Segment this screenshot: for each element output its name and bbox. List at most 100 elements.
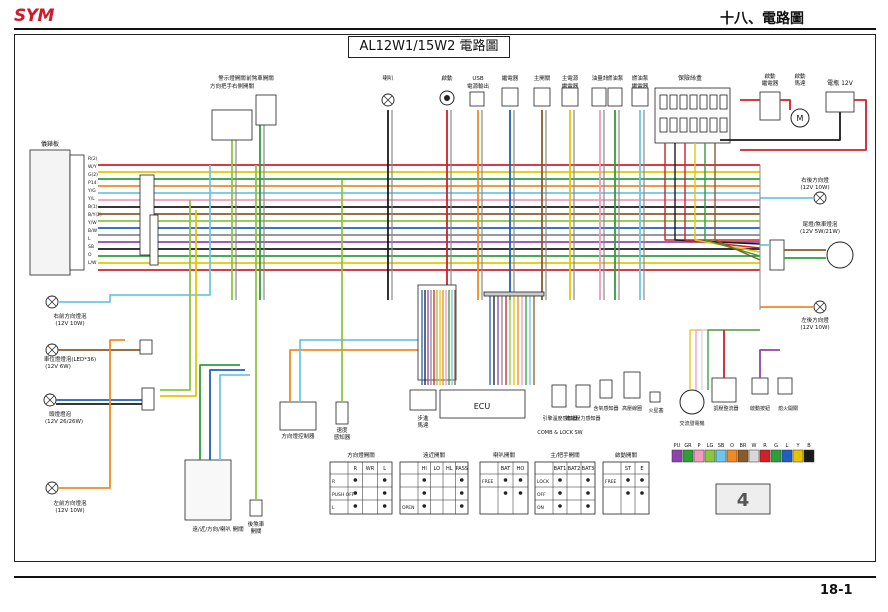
brand-logo: SYM — [14, 6, 54, 26]
header-rule — [14, 28, 876, 30]
switch-contact-dot — [558, 491, 562, 495]
fuse-icon — [659, 117, 668, 133]
switch-table-header: PASS — [456, 466, 468, 472]
switch-table-header: E — [640, 466, 643, 472]
color-legend-label: Y — [795, 443, 800, 449]
switch-contact-dot — [518, 491, 523, 495]
starter-btn-wire — [759, 349, 780, 378]
right-rear-turn-spec: (12V 10W) — [800, 185, 829, 191]
switch-table-row-label: R — [332, 479, 335, 485]
left-bus-connector-2 — [149, 214, 159, 266]
left-front-turn-label: 左前方向燈泡 — [53, 499, 87, 507]
fuse-icon — [679, 117, 688, 133]
meter-pin-label: Y/W — [87, 220, 97, 226]
meter-pin-label: W/Y — [88, 164, 97, 170]
switch-table-header: BAT — [501, 466, 511, 472]
color-legend-swatch — [682, 449, 694, 463]
switch-table-start-title: 啟動開關 — [615, 451, 638, 459]
meter-pin-label: O — [88, 252, 92, 258]
meter-pin-label: G(2) — [88, 172, 98, 178]
switch-table-row-label: OPEN — [402, 505, 414, 511]
left-rear-turn-label: 左後方向燈 — [801, 316, 829, 324]
switch-contact-dot — [353, 478, 358, 482]
switch-table-header: HI — [422, 466, 427, 472]
switch-table-horn — [479, 461, 529, 515]
ignition-key-core-icon — [444, 95, 450, 101]
right-front-turn-spec: (12V 10W) — [55, 321, 84, 327]
switch-table-turn — [329, 461, 393, 515]
meter-pin-label: R(2) — [88, 156, 98, 162]
color-legend-label: O — [730, 443, 734, 449]
switch-table-row-label: ON — [537, 505, 544, 511]
tail-lamp-label: 尾燈/煞車燈泡 — [803, 220, 838, 228]
head-feed-wire — [160, 200, 191, 391]
turn-controller-box — [279, 401, 317, 431]
tail-lamp-bulb-icon — [826, 241, 854, 269]
color-legend-swatch — [715, 449, 727, 463]
switch-table-horn-title: 喇叭開關 — [493, 451, 516, 459]
intake-pressure-label: 進氣壓力感知器 — [565, 415, 600, 422]
start-relay-label: 啟動 — [764, 72, 776, 80]
intake-pressure-sensor-box — [575, 384, 591, 408]
headlight-connector — [141, 387, 155, 411]
handle-switch-label: 遠/近/方向/喇叭 開關 — [192, 525, 244, 533]
switch-table-header: WR — [366, 466, 375, 472]
fuel-pump-icon — [607, 87, 623, 107]
switch-contact-dot — [459, 491, 464, 495]
fuse-icon — [719, 94, 728, 110]
position-wire — [58, 342, 151, 351]
engine-temp-sensor-box — [551, 384, 567, 408]
right-front-turn-label: 右前方向燈泡 — [53, 312, 87, 320]
switch-contact-dot — [422, 491, 427, 495]
switch-table-header: L — [383, 466, 386, 472]
battery-label: 電瓶 12V — [827, 79, 854, 87]
fuse-icon — [659, 94, 668, 110]
color-legend-swatch — [759, 449, 771, 463]
switch-table-turn-title: 方向燈開關 — [347, 451, 375, 459]
start-relay-box — [759, 91, 781, 121]
switch-contact-dot — [459, 504, 464, 508]
kill-switch-box — [777, 377, 793, 395]
color-legend-swatch — [704, 449, 716, 463]
switch-contact-dot — [422, 478, 427, 482]
regulator-box — [711, 377, 737, 403]
relay-label: 繼電器 — [502, 74, 519, 82]
lf-turn-wire — [58, 339, 125, 489]
front-brake-switch-label: 前煞車開關 — [246, 74, 274, 82]
tail-lamp-spec: (12V 5W/21W) — [800, 229, 840, 235]
rear-brake-label: 後煞車 — [248, 520, 265, 528]
starter-button-label: 啟動按鈕 — [750, 405, 770, 412]
switch-contact-dot — [626, 478, 630, 482]
regulator-label: 調壓整流器 — [713, 405, 738, 412]
color-legend-label: P — [697, 443, 700, 449]
color-legend-label: L — [786, 443, 789, 449]
stepper-label: 步進 — [417, 414, 429, 422]
switch-table-dimmer — [399, 461, 469, 515]
relay-box-icon — [501, 87, 519, 107]
ignition-switch-label: 啟動 — [441, 74, 453, 82]
switch-contact-dot — [586, 478, 590, 482]
switch-table-header: LO — [433, 466, 440, 472]
switch-contact-dot — [422, 504, 427, 508]
main-relay-label: 主電源 — [562, 74, 579, 82]
handle-wire-3 — [219, 374, 250, 460]
ac-generator-icon — [679, 389, 705, 415]
turn-ctl-wire — [289, 349, 430, 402]
combo-switch-label: COMB & LOCK SW — [537, 430, 582, 436]
battery-box — [825, 91, 855, 113]
switch-contact-dot — [518, 478, 523, 482]
switch-contact-dot — [640, 491, 644, 495]
color-legend-label: B — [807, 443, 811, 449]
color-legend-label: SB — [718, 443, 725, 449]
diagram-frame — [14, 34, 876, 562]
fuse-icon — [699, 94, 708, 110]
chapter-title: 十八、電路圖 — [720, 11, 804, 27]
left-rear-turn-spec: (12V 10W) — [800, 325, 829, 331]
kill-switch-label: 熄火開關 — [778, 405, 798, 412]
fuse-output-wire — [704, 143, 761, 257]
usb-label: USB — [472, 76, 484, 82]
switch-table-row-label: LOCK — [537, 479, 550, 485]
stepper-motor-box — [409, 389, 437, 411]
front-brake-switch-box — [255, 94, 277, 126]
